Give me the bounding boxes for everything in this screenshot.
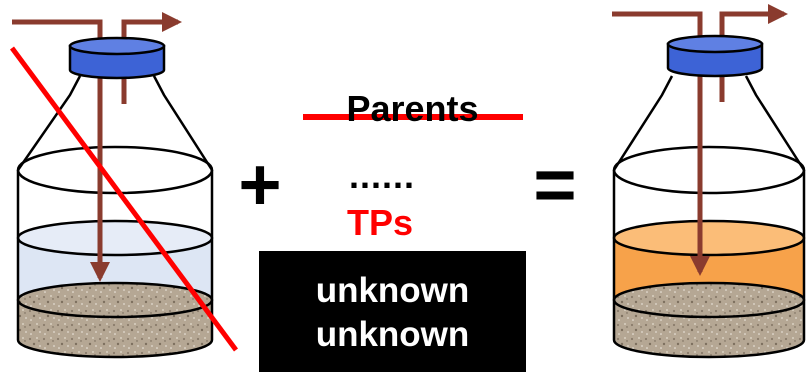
right-bottle-rim (612, 145, 806, 195)
left-bottle (12, 12, 214, 359)
unknown-line-2: unknown (315, 315, 470, 354)
left-bottle-sediment (18, 300, 212, 357)
equals-sign: = (533, 143, 577, 226)
plus-sign: + (238, 143, 282, 226)
right-sediment-top (612, 281, 806, 319)
left-bottle-shoulder (16, 75, 214, 171)
right-bottle (612, 4, 806, 359)
left-inlet-tube (12, 19, 110, 282)
right-liquid-surface (612, 219, 806, 257)
right-inlet-tube (612, 11, 710, 276)
ellipsis-label: ...... (348, 155, 415, 196)
unknown-unknown-box: unknown unknown (259, 251, 526, 372)
right-bottle-shoulder (612, 75, 806, 171)
left-sediment-top (16, 281, 214, 319)
tps-label: TPs (346, 202, 414, 243)
unknown-line-1: unknown (315, 271, 470, 310)
left-liquid-surface (16, 219, 214, 257)
left-bottle-strike-line (9, 46, 239, 352)
left-bottle-rim (16, 145, 214, 195)
right-bottle-sediment (614, 300, 804, 357)
parents-label: Parents (346, 88, 479, 129)
